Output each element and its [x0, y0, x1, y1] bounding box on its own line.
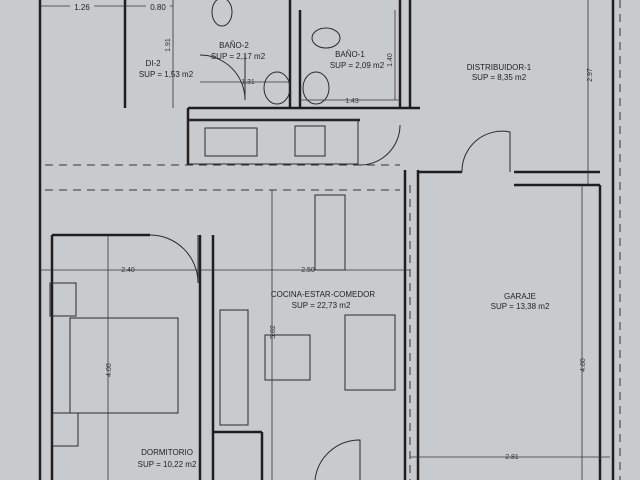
- bano1-area: SUP = 2,09 m2: [330, 61, 385, 70]
- nightstand: [49, 282, 77, 317]
- stove-icon: [294, 125, 326, 157]
- nightstand: [51, 412, 79, 447]
- dashed-lines: [45, 0, 621, 480]
- dimension-lines: [40, 0, 610, 480]
- dormitorio-name: DORMITORIO: [141, 448, 193, 457]
- distribuidor1-name: DISTRIBUIDOR-1: [467, 63, 532, 72]
- door-swing: [199, 54, 246, 101]
- door-swing: [359, 124, 401, 166]
- dimension-labels: 1.26 0.80 1.91 1.31 1.40 1.43 2.97 2.40 …: [70, 2, 594, 461]
- washbasin-icon: [263, 71, 291, 105]
- bano2-area: SUP = 2,17 m2: [211, 52, 266, 61]
- kitchen-counter: [187, 119, 359, 165]
- bed: [69, 317, 179, 414]
- door-swing: [461, 130, 511, 173]
- cocina-area: SUP = 22,73 m2: [292, 301, 351, 310]
- room-labels: BAÑO-2 SUP = 2,17 m2 BAÑO-1 SUP = 2,09 m…: [138, 41, 550, 469]
- dim-label: 5.82: [270, 325, 277, 339]
- bano2-name: BAÑO-2: [219, 41, 249, 50]
- dim-label: 2.97: [587, 68, 594, 82]
- dim-label: 1.91: [165, 38, 172, 52]
- dim-label: 4.80: [580, 358, 587, 372]
- fixtures: [49, 0, 511, 480]
- door-swing: [314, 439, 361, 480]
- toilet-icon: [211, 0, 233, 27]
- dim-label: 1.31: [241, 79, 255, 86]
- walls: [38, 0, 615, 480]
- dim-label: 1.43: [345, 98, 359, 105]
- garaje-area: SUP = 13,38 m2: [491, 302, 550, 311]
- distribuidor1-area: SUP = 8,35 m2: [472, 73, 527, 82]
- tv-unit: [219, 309, 249, 426]
- sink-icon: [204, 127, 258, 157]
- toilet-icon: [311, 27, 341, 49]
- cocina-name: COCINA-ESTAR-COMEDOR: [271, 290, 376, 299]
- di2-name: DI-2: [145, 59, 161, 68]
- dim-label: 1.26: [74, 3, 90, 12]
- dormitorio-area: SUP = 10,22 m2: [138, 460, 197, 469]
- dim-label: 2.40: [121, 267, 135, 274]
- dim-label: 2.50: [301, 267, 315, 274]
- bano1-name: BAÑO-1: [335, 50, 365, 59]
- coffee-table: [264, 334, 311, 381]
- sofa: [344, 314, 396, 391]
- dim-label: 1.40: [387, 53, 394, 67]
- washbasin-icon: [302, 71, 330, 105]
- dim-label: 2.81: [505, 454, 519, 461]
- dim-label: 4.00: [106, 363, 113, 377]
- dim-label: 0.80: [150, 3, 166, 12]
- di2-area: SUP = 1,53 m2: [139, 70, 194, 79]
- garaje-name: GARAJE: [504, 292, 536, 301]
- door-swing: [149, 234, 199, 284]
